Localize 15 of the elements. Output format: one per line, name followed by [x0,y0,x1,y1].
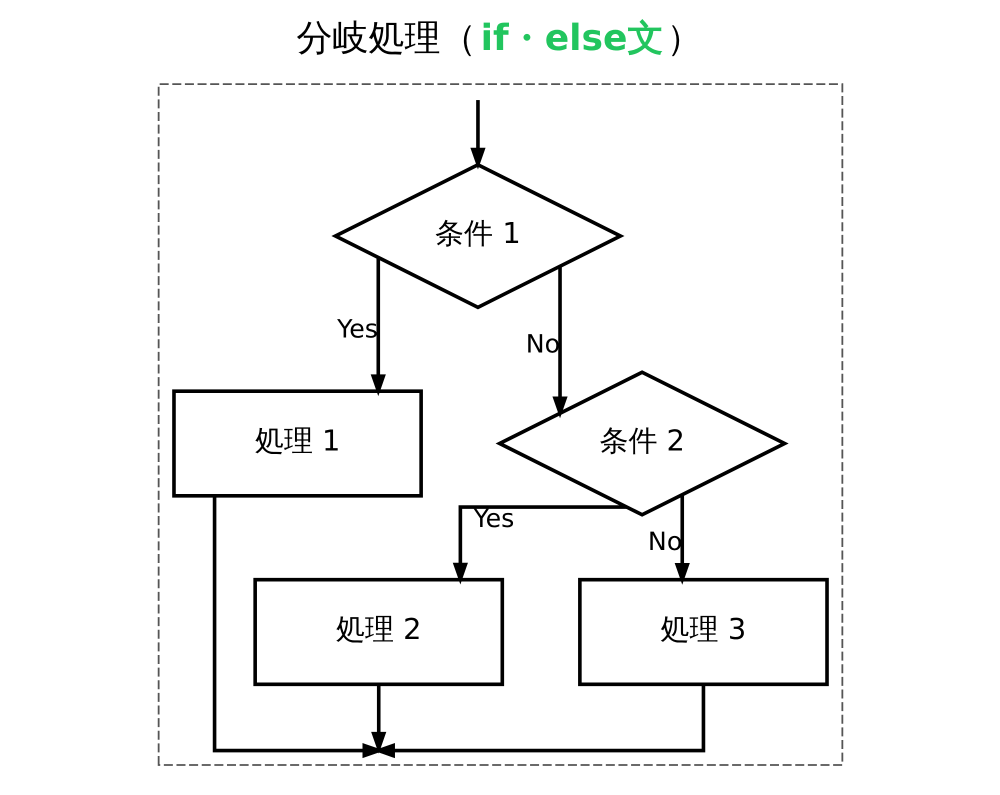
arrow [470,100,486,170]
cluster [157,83,843,766]
arrow [370,258,386,396]
edge-label: No [647,527,682,556]
node-diamond: 条件 1 [330,162,624,310]
edge-label: No [525,330,560,359]
node-box: 処理 1 [172,389,422,498]
node-box: 処理 2 [252,578,504,686]
diagram-title: 分岐処理（if・else文） [296,16,702,59]
arrow [552,266,568,418]
edge-label: Yes [336,314,378,344]
arrow [370,684,386,754]
node-box: 処理 3 [578,578,828,686]
arrow [674,495,690,585]
arrow [452,505,626,584]
